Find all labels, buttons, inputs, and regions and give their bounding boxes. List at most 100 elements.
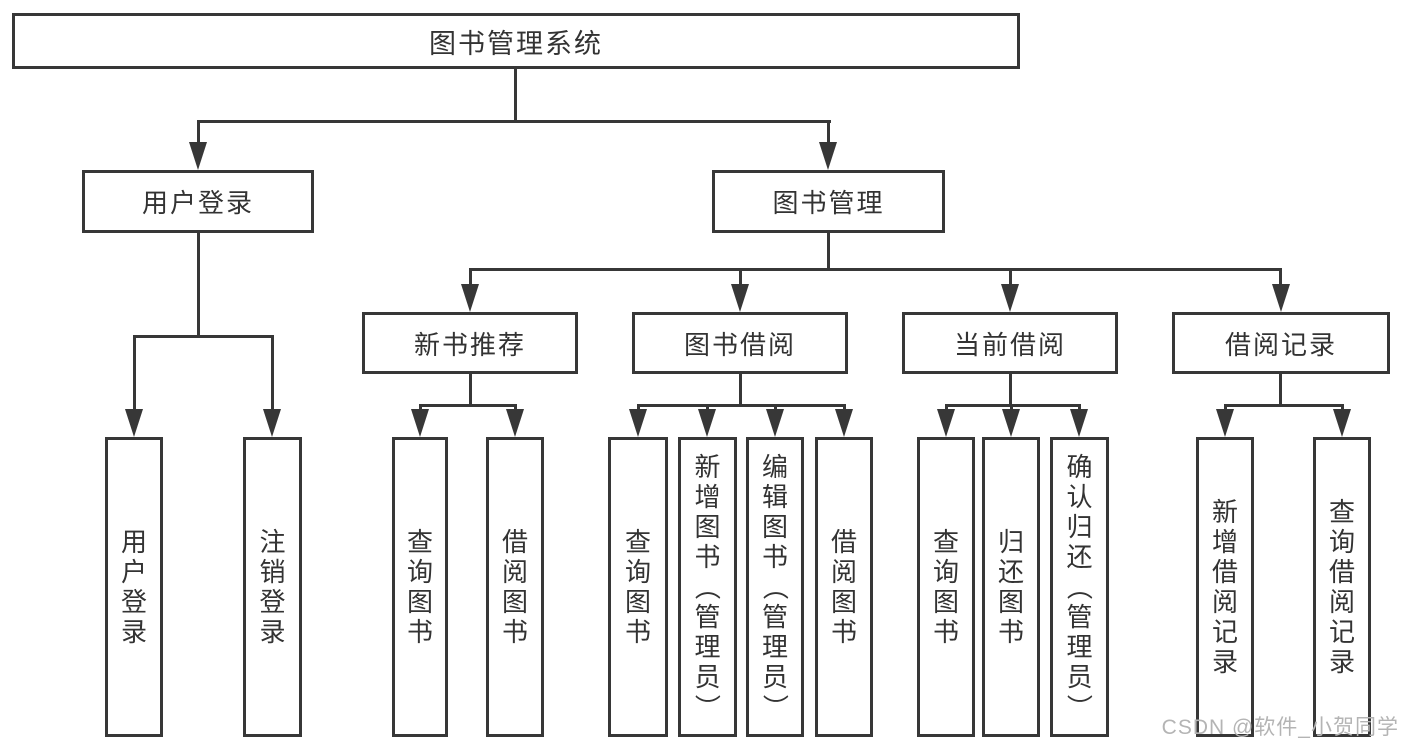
vertical-char: 书 [997, 617, 1024, 647]
connector-line [197, 233, 200, 337]
vertical-char: 编 [761, 452, 788, 482]
node-borrow-records: 借阅记录 [1172, 312, 1390, 374]
vertical-char: 录 [259, 617, 286, 647]
vertical-char: 查 [624, 527, 651, 557]
connector-line [1078, 404, 1081, 412]
node-label: 图书借阅 [683, 329, 796, 360]
vertical-char: 用 [120, 527, 147, 557]
connector-line [133, 335, 274, 338]
vertical-char: 询 [624, 557, 651, 587]
arrow-down-icon [461, 284, 479, 312]
connector-line [637, 404, 846, 407]
connector-line [827, 120, 830, 144]
node-current-borrowing: 当前借阅 [902, 312, 1118, 374]
vertical-char: （ [692, 573, 723, 601]
vertical-char: 员 [1066, 662, 1093, 692]
vertical-char: 认 [1066, 482, 1093, 512]
leaf-cb-query-books: 查询图书 [917, 437, 975, 737]
vertical-char: ） [692, 693, 723, 721]
connector-line [1279, 374, 1282, 405]
vertical-char: 理 [761, 632, 788, 662]
arrow-down-icon [698, 409, 716, 437]
vertical-char: 查 [406, 527, 433, 557]
leaf-cb-confirm-return-admin: 确认归还（管理员） [1050, 437, 1109, 737]
leaf-bb-query-books: 查询图书 [608, 437, 668, 737]
connector-line [827, 233, 830, 270]
vertical-char: 登 [259, 587, 286, 617]
vertical-char: 员 [694, 662, 721, 692]
vertical-char: 户 [120, 557, 147, 587]
vertical-char: 图 [624, 587, 651, 617]
vertical-char: 阅 [1211, 587, 1238, 617]
connector-line [197, 120, 200, 144]
connector-line [469, 268, 1282, 271]
vertical-char: 书 [761, 542, 788, 572]
leaf-bb-edit-books-admin: 编辑图书（管理员） [746, 437, 804, 737]
vertical-char: 录 [1328, 647, 1355, 677]
leaf-nb-borrow-books: 借阅图书 [486, 437, 544, 737]
vertical-char: 管 [1066, 602, 1093, 632]
vertical-char: 管 [694, 602, 721, 632]
leaf-br-add-borrow-record: 新增借阅记录 [1196, 437, 1254, 737]
vertical-char: （ [1064, 573, 1095, 601]
leaf-user-login: 用户登录 [105, 437, 163, 737]
vertical-char: 书 [624, 617, 651, 647]
vertical-char: 阅 [1328, 587, 1355, 617]
connector-line [1009, 268, 1012, 286]
vertical-char: 书 [694, 542, 721, 572]
vertical-char: 登 [120, 587, 147, 617]
node-library-management-system: 图书管理系统 [12, 13, 1020, 69]
arrow-down-icon [1002, 409, 1020, 437]
vertical-char: 录 [120, 617, 147, 647]
arrow-down-icon [263, 409, 281, 437]
vertical-char: 书 [406, 617, 433, 647]
leaf-br-query-borrow-record: 查询借阅记录 [1313, 437, 1371, 737]
connector-line [514, 69, 517, 122]
vertical-char: 图 [761, 512, 788, 542]
vertical-char: 增 [694, 482, 721, 512]
vertical-char: ） [759, 693, 790, 721]
arrow-down-icon [937, 409, 955, 437]
arrow-down-icon [1001, 284, 1019, 312]
node-label: 图书管理 [772, 188, 885, 218]
arrow-down-icon [1272, 284, 1290, 312]
connector-line [1224, 404, 1227, 412]
node-label: 新书推荐 [413, 329, 526, 360]
vertical-char: 辑 [761, 482, 788, 512]
vertical-char: 询 [932, 557, 959, 587]
vertical-char: 新 [694, 452, 721, 482]
arrow-down-icon [506, 409, 524, 437]
vertical-char: 书 [501, 617, 528, 647]
arrow-down-icon [731, 284, 749, 312]
node-label: 当前借阅 [953, 329, 1066, 360]
arrow-down-icon [835, 409, 853, 437]
connector-line [133, 335, 136, 411]
arrow-down-icon [629, 409, 647, 437]
connector-line [1224, 404, 1344, 407]
connector-line [271, 335, 274, 411]
vertical-char: 图 [997, 587, 1024, 617]
vertical-char: 查 [932, 527, 959, 557]
vertical-char: 管 [761, 602, 788, 632]
connector-line [706, 404, 709, 412]
vertical-char: 理 [1066, 632, 1093, 662]
leaf-bb-borrow-books: 借阅图书 [815, 437, 873, 737]
connector-line [739, 268, 742, 286]
connector-line [739, 374, 742, 405]
node-label: 用户登录 [141, 188, 254, 218]
vertical-char: （ [759, 573, 790, 601]
node-label: 借阅记录 [1224, 329, 1337, 360]
vertical-char: 询 [406, 557, 433, 587]
connector-line [514, 404, 517, 412]
vertical-char: 借 [1328, 557, 1355, 587]
node-label: 图书管理系统 [429, 28, 603, 59]
node-book-management: 图书管理 [712, 170, 945, 233]
vertical-char: 询 [1328, 527, 1355, 557]
vertical-char: 新 [1211, 497, 1238, 527]
connector-line [1279, 268, 1282, 286]
vertical-char: 查 [1328, 497, 1355, 527]
vertical-char: ） [1064, 693, 1095, 721]
arrow-down-icon [766, 409, 784, 437]
vertical-char: 还 [1066, 542, 1093, 572]
